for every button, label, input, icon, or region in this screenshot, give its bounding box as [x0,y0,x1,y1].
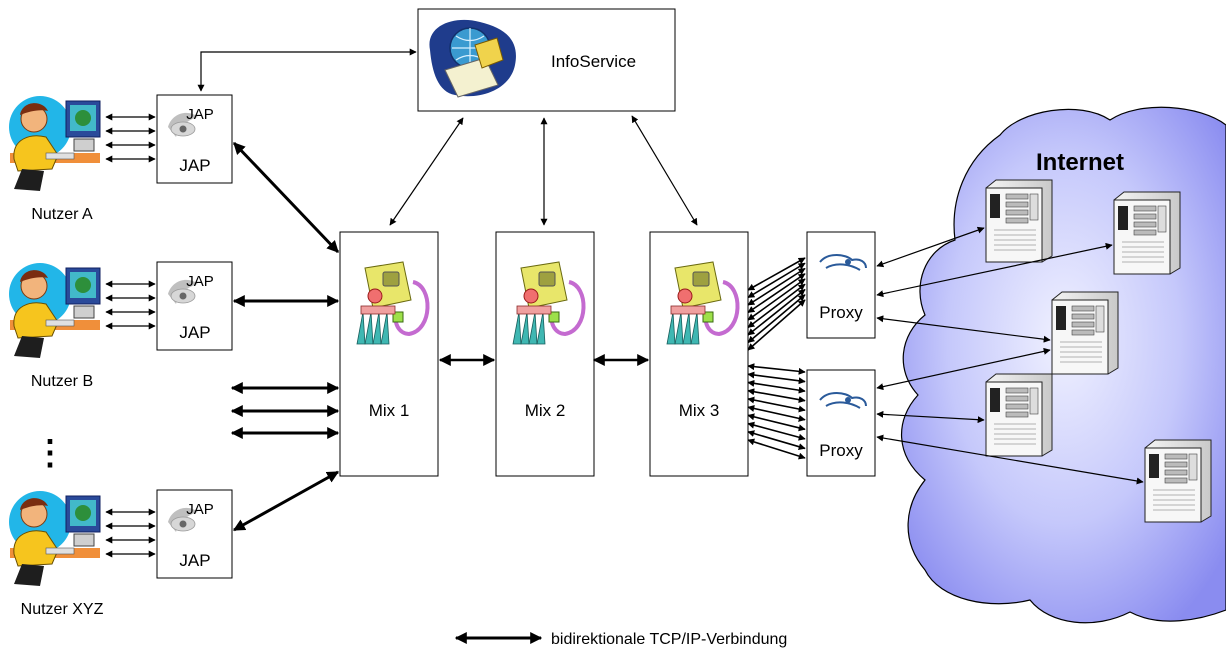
jap-client-box: JAP JAP [156,261,233,351]
globe-document-icon [429,19,516,98]
mix-machine-icon [666,261,740,345]
user-jap-arrows [105,113,156,163]
web-server-icon [1113,191,1181,275]
mix-label: Mix 3 [679,401,720,420]
legend: bidirektionale TCP/IP-Verbindung [454,631,787,648]
internet-label: Internet [1036,149,1124,176]
user-avatar-icon [9,491,101,586]
proxy-to-server-arrows [876,226,1144,485]
user-label: Nutzer A [31,206,93,223]
web-server-icon [1051,291,1119,375]
more-users-ellipsis: ⋮ [33,434,67,472]
mix-node: Mix 1 [339,231,439,477]
jap-label: JAP [179,551,210,570]
user-label: Nutzer XYZ [21,601,104,618]
infoservice-connections [197,48,698,226]
mix-label: Mix 1 [369,401,410,420]
jap-logo-text: JAP [186,106,214,123]
infoservice-node: InfoService [417,8,676,112]
mix-machine-icon [356,261,430,345]
mix-node: Mix 2 [495,231,595,477]
user-node: Nutzer A JAP JAP [9,94,233,223]
infoservice-label: InfoService [551,52,636,71]
web-server-icon [1144,439,1212,523]
user-avatar-icon [9,263,101,358]
jap-label: JAP [179,323,210,342]
user-jap-arrows [105,508,156,558]
proxy-squid-icon [819,254,867,271]
jap-to-mix-arrows [232,141,340,532]
proxy-label: Proxy [819,441,863,460]
mix-label: Mix 2 [525,401,566,420]
extra-client-arrows [230,382,340,439]
proxy-node: Proxy [806,369,876,477]
proxy-box [806,231,876,339]
jap-client-box: JAP JAP [156,94,233,184]
web-server-icon [985,373,1053,457]
proxy-squid-icon [819,392,867,409]
user-jap-arrows [105,280,156,330]
user-label: Nutzer B [31,373,93,390]
proxy-box [806,369,876,477]
user-node: Nutzer B JAP JAP [9,261,233,390]
jap-label: JAP [179,156,210,175]
mix-machine-icon [512,261,586,345]
jap-logo-text: JAP [186,501,214,518]
mix-node: Mix 3 [649,231,749,477]
jap-logo-text: JAP [186,273,214,290]
mix-to-proxy-arrow-fans [747,257,806,460]
proxy-label: Proxy [819,303,863,322]
web-server-icon [985,179,1053,263]
jap-client-box: JAP JAP [156,489,233,579]
user-avatar-icon [9,96,101,191]
legend-label: bidirektionale TCP/IP-Verbindung [551,631,787,648]
user-node: Nutzer XYZ JAP JAP [9,489,233,618]
proxy-node: Proxy [806,231,876,339]
